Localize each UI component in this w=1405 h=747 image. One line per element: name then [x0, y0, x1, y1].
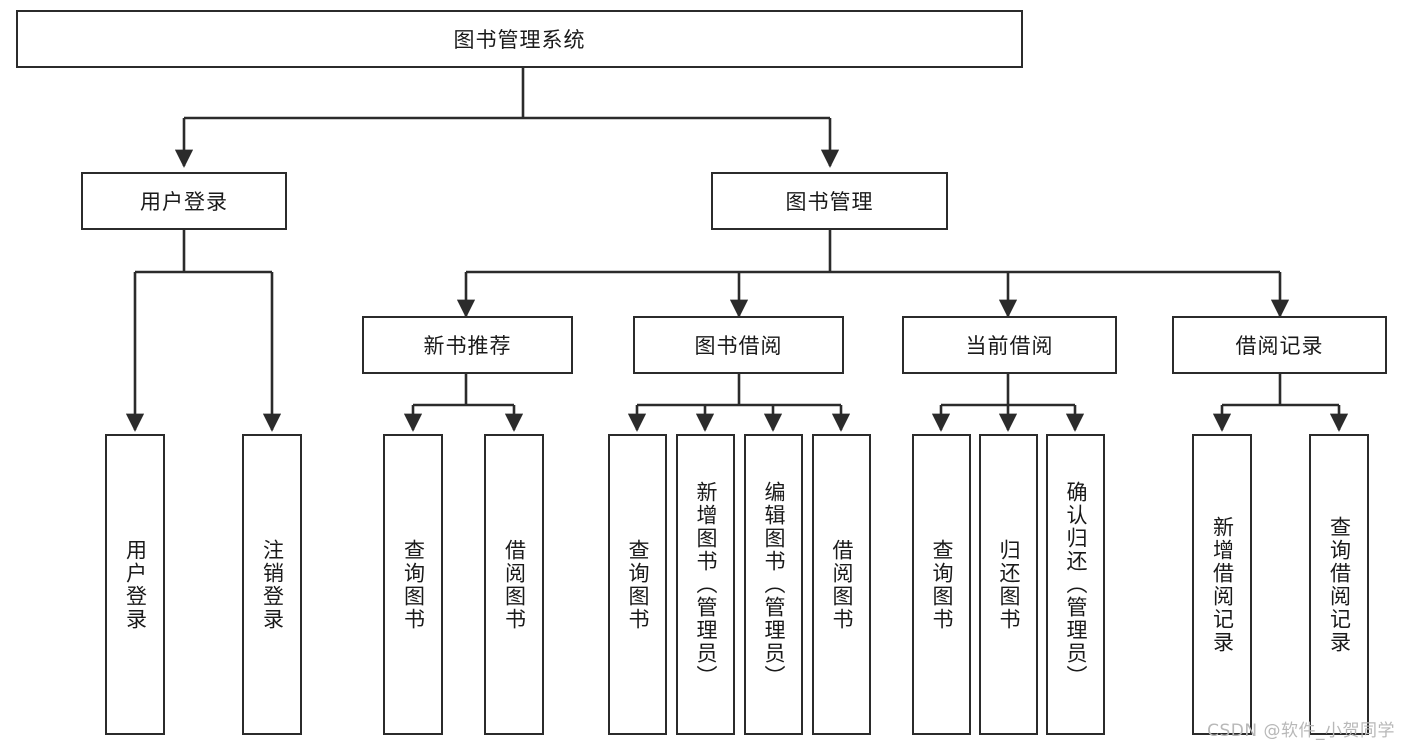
node-new-book-rec-label: 新书推荐 [423, 334, 512, 358]
node-leaf-borrow-book-2-label: 借阅图书 [830, 538, 854, 631]
node-current-borrow-label: 当前借阅 [965, 334, 1054, 358]
node-leaf-borrow-book-1-label: 借阅图书 [502, 538, 527, 631]
node-book-manage-label: 图书管理 [785, 190, 874, 214]
node-book-manage[interactable]: 图书管理 [711, 172, 948, 230]
node-book-borrow[interactable]: 图书借阅 [633, 316, 844, 374]
node-book-borrow-label: 图书借阅 [694, 334, 783, 358]
node-current-borrow[interactable]: 当前借阅 [902, 316, 1117, 374]
node-leaf-logout-label: 注销登录 [260, 538, 285, 631]
node-borrow-record[interactable]: 借阅记录 [1172, 316, 1387, 374]
node-root[interactable]: 图书管理系统 [16, 10, 1023, 68]
node-leaf-query-book-1-label: 查询图书 [401, 538, 426, 631]
node-leaf-query-book-3[interactable]: 查询图书 [912, 434, 971, 735]
node-leaf-borrow-book-1[interactable]: 借阅图书 [484, 434, 544, 735]
node-leaf-user-login-label: 用户登录 [123, 538, 148, 631]
node-leaf-edit-book-label: 编辑图书（管理员） [762, 481, 786, 688]
node-leaf-query-book-2-label: 查询图书 [626, 538, 650, 631]
node-leaf-query-record-label: 查询借阅记录 [1327, 515, 1352, 654]
node-leaf-query-book-1[interactable]: 查询图书 [383, 434, 443, 735]
node-leaf-add-book[interactable]: 新增图书（管理员） [676, 434, 735, 735]
node-leaf-query-record[interactable]: 查询借阅记录 [1309, 434, 1369, 735]
node-leaf-return-book[interactable]: 归还图书 [979, 434, 1038, 735]
node-leaf-add-book-label: 新增图书（管理员） [694, 481, 718, 688]
node-leaf-user-login[interactable]: 用户登录 [105, 434, 165, 735]
node-leaf-edit-book[interactable]: 编辑图书（管理员） [744, 434, 803, 735]
node-new-book-rec[interactable]: 新书推荐 [362, 316, 573, 374]
node-leaf-add-record[interactable]: 新增借阅记录 [1192, 434, 1252, 735]
node-leaf-confirm-return[interactable]: 确认归还（管理员） [1046, 434, 1105, 735]
node-user-login-label: 用户登录 [140, 190, 228, 214]
node-user-login[interactable]: 用户登录 [81, 172, 287, 230]
node-leaf-query-book-3-label: 查询图书 [930, 538, 954, 631]
node-leaf-confirm-return-label: 确认归还（管理员） [1064, 481, 1088, 688]
node-leaf-add-record-label: 新增借阅记录 [1210, 515, 1235, 654]
node-leaf-return-book-label: 归还图书 [997, 538, 1021, 631]
node-root-label: 图书管理系统 [453, 28, 586, 52]
node-leaf-logout[interactable]: 注销登录 [242, 434, 302, 735]
node-borrow-record-label: 借阅记录 [1235, 334, 1324, 358]
node-leaf-query-book-2[interactable]: 查询图书 [608, 434, 667, 735]
node-leaf-borrow-book-2[interactable]: 借阅图书 [812, 434, 871, 735]
